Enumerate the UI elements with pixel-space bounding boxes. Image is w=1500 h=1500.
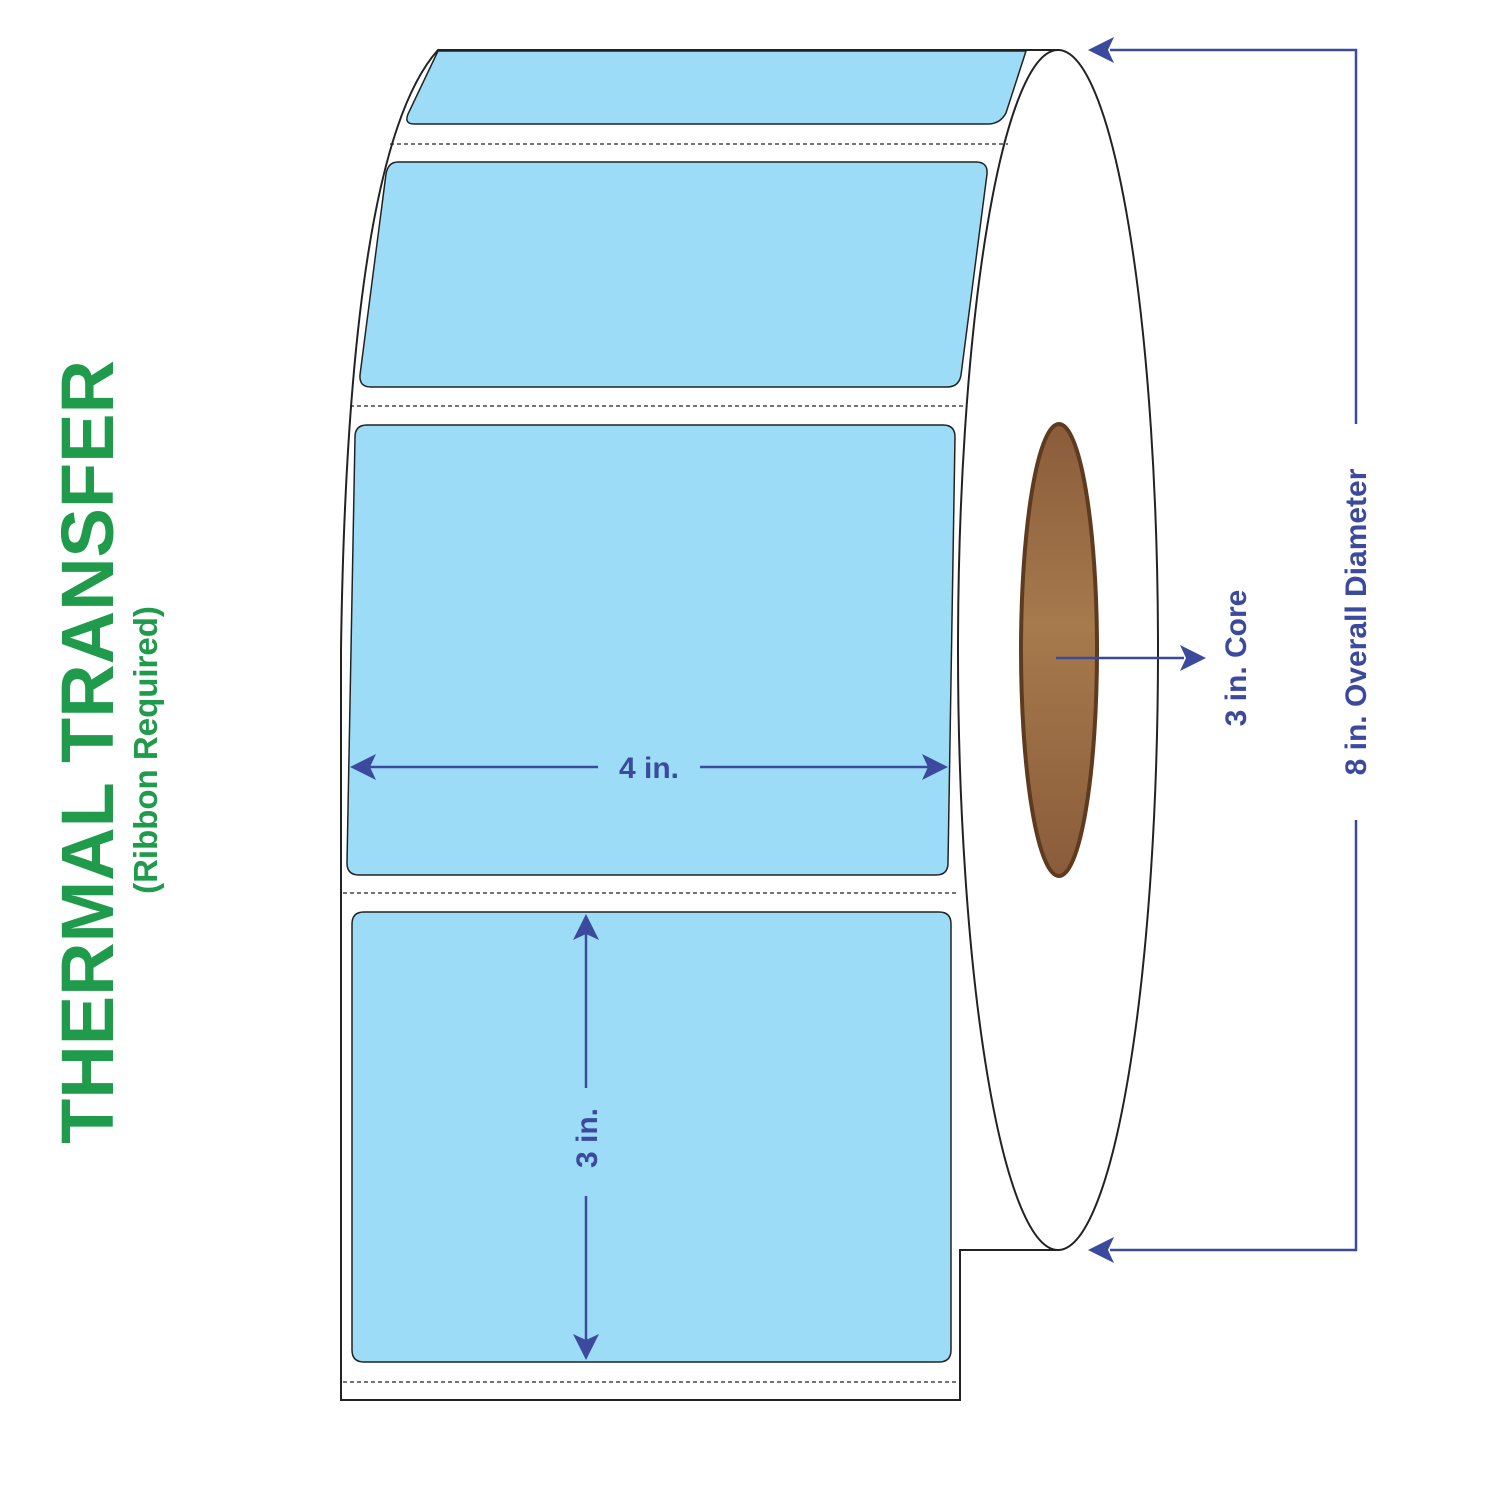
- diameter-label: 8 in. Overall Diameter: [1340, 468, 1373, 775]
- label-1: [406, 50, 1028, 125]
- title-sub: (Ribbon Required): [127, 606, 164, 894]
- arrow-left-icon: [350, 754, 376, 780]
- core-label: 3 in. Core: [1220, 590, 1253, 727]
- arrow-down-icon: [573, 1334, 599, 1360]
- core-dimension: [1056, 645, 1206, 671]
- label-2: [359, 161, 988, 388]
- arrow-up-icon: [573, 914, 599, 940]
- core-icon: [1019, 422, 1099, 878]
- arrow-left-icon: [1088, 37, 1114, 63]
- title-main: THERMAL TRANSFER: [46, 360, 129, 1144]
- label-3: [346, 424, 956, 876]
- width-dimension: [350, 754, 948, 780]
- arrow-left-icon: [1088, 1237, 1114, 1263]
- height-dimension: [573, 914, 599, 1360]
- perforation-lines: [343, 143, 1008, 1383]
- arrow-right-icon: [1180, 645, 1206, 671]
- height-label: 3 in.: [571, 1108, 604, 1168]
- diameter-dimension: [1088, 37, 1358, 1263]
- width-label: 4 in.: [619, 752, 679, 785]
- arrow-right-icon: [922, 754, 948, 780]
- label-4: [351, 911, 952, 1363]
